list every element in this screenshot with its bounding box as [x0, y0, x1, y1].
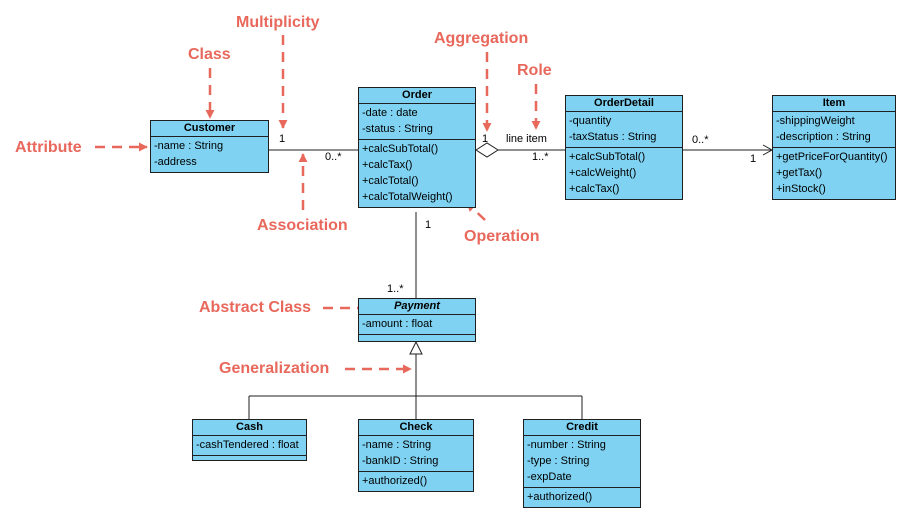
attribute: -status : String: [362, 123, 433, 135]
class-name: OrderDetail: [566, 96, 682, 112]
operations-section: +authorized(): [524, 488, 640, 507]
class-cash[interactable]: Cash -cashTendered : float: [192, 419, 307, 461]
class-orderdetail[interactable]: OrderDetail -quantity -taxStatus : Strin…: [565, 95, 683, 200]
operation: +authorized(): [362, 475, 428, 487]
class-name: Payment: [359, 299, 475, 315]
multiplicity-order-payment: 1: [425, 219, 432, 231]
attribute: -date : date: [362, 107, 418, 119]
annotation-association: Association: [257, 217, 348, 234]
annotation-attribute: Attribute: [15, 139, 82, 156]
operation: +calcSubTotal(): [569, 151, 646, 163]
attributes-section: -date : date -status : String: [359, 104, 475, 140]
class-credit[interactable]: Credit -number : String -type : String -…: [523, 419, 641, 508]
generalization-triangle: [409, 340, 423, 355]
operations-section: +calcSubTotal() +calcTax() +calcTotal() …: [359, 140, 475, 207]
class-name: Order: [359, 88, 475, 104]
class-name: Cash: [193, 420, 306, 436]
attribute: -taxStatus : String: [569, 131, 657, 143]
operation: +calcTotal(): [362, 175, 419, 187]
attribute: -bankID : String: [362, 455, 439, 467]
class-name: Check: [359, 420, 473, 436]
attribute: -number : String: [527, 439, 606, 451]
attribute: -quantity: [569, 115, 612, 127]
attributes-section: -name : String -bankID : String: [359, 436, 473, 472]
multiplicity-customer-end: 1: [279, 133, 286, 145]
class-customer[interactable]: Customer -name : String -address: [150, 120, 269, 173]
attributes-section: -shippingWeight -description : String: [773, 112, 895, 148]
role-label: line item: [506, 133, 547, 145]
aggregation-diamond: [475, 142, 499, 158]
attribute: -shippingWeight: [776, 115, 855, 127]
attributes-section: -amount : float: [359, 315, 475, 335]
multiplicity-payment-end: 1..*: [387, 283, 404, 295]
operation: +calcSubTotal(): [362, 143, 439, 155]
operation: +inStock(): [776, 183, 826, 195]
attribute: -cashTendered : float: [196, 439, 299, 451]
operation: +calcTax(): [569, 183, 620, 195]
attribute: -address: [154, 156, 197, 168]
class-check[interactable]: Check -name : String -bankID : String +a…: [358, 419, 474, 492]
operation: +authorized(): [527, 491, 593, 503]
multiplicity-orderdetail-end: 0..*: [692, 134, 709, 146]
annotation-role: Role: [517, 62, 552, 79]
operations-section: [193, 456, 306, 460]
annotation-abstract-class: Abstract Class: [199, 299, 312, 316]
attributes-section: -quantity -taxStatus : String: [566, 112, 682, 148]
multiplicity-orderdetail-part: 1..*: [532, 151, 549, 163]
annotation-aggregation: Aggregation: [434, 30, 529, 47]
operations-section: +getPriceForQuantity() +getTax() +inStoc…: [773, 148, 895, 199]
class-name: Customer: [151, 121, 268, 137]
multiplicity-order-end: 0..*: [325, 151, 342, 163]
attribute: -amount : float: [362, 318, 433, 330]
attributes-section: -number : String -type : String -expDate: [524, 436, 640, 488]
annotation-operation: Operation: [464, 228, 540, 245]
annotation-multiplicity: Multiplicity: [236, 14, 320, 31]
multiplicity-item-end: 1: [750, 153, 757, 165]
class-payment[interactable]: Payment -amount : float: [358, 298, 476, 342]
class-name: Credit: [524, 420, 640, 436]
operations-section: +authorized(): [359, 472, 473, 491]
attribute: -name : String: [362, 439, 432, 451]
class-order[interactable]: Order -date : date -status : String +cal…: [358, 87, 476, 208]
operations-section: [359, 335, 475, 341]
operation: +calcWeight(): [569, 167, 637, 179]
attribute: -type : String: [527, 455, 590, 467]
operation: +calcTotalWeight(): [362, 191, 453, 203]
operation: +getPriceForQuantity(): [776, 151, 888, 163]
attribute: -expDate: [527, 471, 572, 483]
annotation-class: Class: [188, 46, 231, 63]
class-name: Item: [773, 96, 895, 112]
attributes-section: -name : String -address: [151, 137, 268, 172]
operations-section: +calcSubTotal() +calcWeight() +calcTax(): [566, 148, 682, 199]
multiplicity-order-whole: 1: [482, 133, 489, 145]
operation: +calcTax(): [362, 159, 413, 171]
annotation-generalization: Generalization: [219, 360, 330, 377]
attribute: -description : String: [776, 131, 871, 143]
attribute: -name : String: [154, 140, 224, 152]
class-item[interactable]: Item -shippingWeight -description : Stri…: [772, 95, 896, 200]
attributes-section: -cashTendered : float: [193, 436, 306, 456]
operation: +getTax(): [776, 167, 823, 179]
